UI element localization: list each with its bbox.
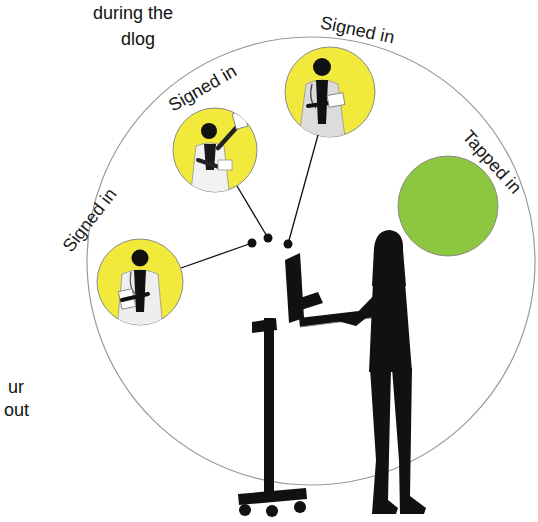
cropped-text: during the	[93, 4, 173, 22]
status-label: Signed in	[319, 13, 396, 46]
link-lines	[181, 135, 318, 268]
cropped-text: dlog	[121, 30, 155, 48]
workstation-cart	[238, 253, 394, 517]
standing-user	[334, 230, 426, 514]
clinician-figure	[117, 250, 163, 331]
status-label: Signed in	[60, 185, 120, 255]
status-circle: Tapped in	[398, 156, 498, 256]
status-label: Signed in	[166, 61, 240, 114]
cropped-text: ur	[8, 378, 24, 396]
link-dots	[248, 234, 293, 249]
nurse-figure	[190, 111, 248, 200]
circle-shape	[398, 156, 498, 256]
outer-ring	[87, 37, 535, 485]
doctor-figure	[298, 58, 346, 145]
cropped-text: out	[4, 401, 29, 419]
circle-fill	[398, 156, 498, 256]
